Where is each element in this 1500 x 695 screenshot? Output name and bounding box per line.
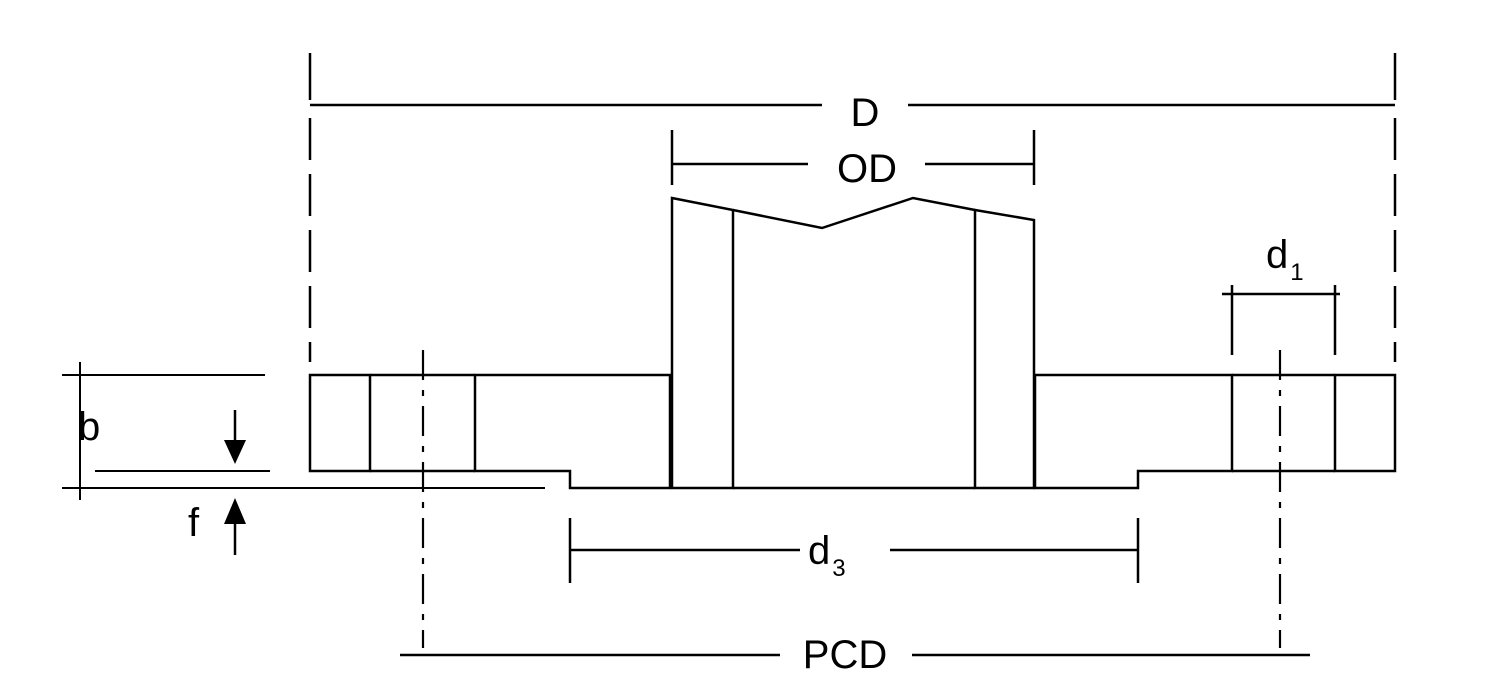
label-OD: OD	[837, 147, 897, 191]
dimension-D: D	[308, 53, 1397, 362]
label-f: f	[188, 501, 200, 545]
label-b: b	[78, 405, 100, 449]
pipe-wall-left	[670, 196, 735, 490]
flange-left-outer	[308, 373, 372, 473]
dimension-OD: OD	[670, 130, 1036, 191]
dimension-d3: d3	[568, 518, 1140, 583]
dimension-f: f	[62, 410, 545, 555]
flange-right-inner	[1033, 373, 1234, 490]
label-D: D	[851, 91, 880, 135]
dimension-b: b	[62, 362, 270, 500]
flange-right-outer	[1333, 373, 1397, 473]
flange-left-inner	[473, 373, 672, 490]
arrow-down-icon	[224, 440, 246, 464]
label-d1: d1	[1266, 233, 1304, 286]
dimension-d1: d1	[1222, 233, 1340, 355]
pipe-break-line	[732, 196, 976, 230]
label-PCD: PCD	[803, 633, 887, 677]
pipe-section	[670, 196, 1036, 490]
dimension-PCD: PCD	[400, 350, 1310, 677]
pipe-wall-right	[973, 208, 1036, 490]
label-d3: d3	[808, 529, 846, 582]
arrow-up-icon	[224, 498, 246, 524]
flange-section	[308, 373, 1397, 490]
